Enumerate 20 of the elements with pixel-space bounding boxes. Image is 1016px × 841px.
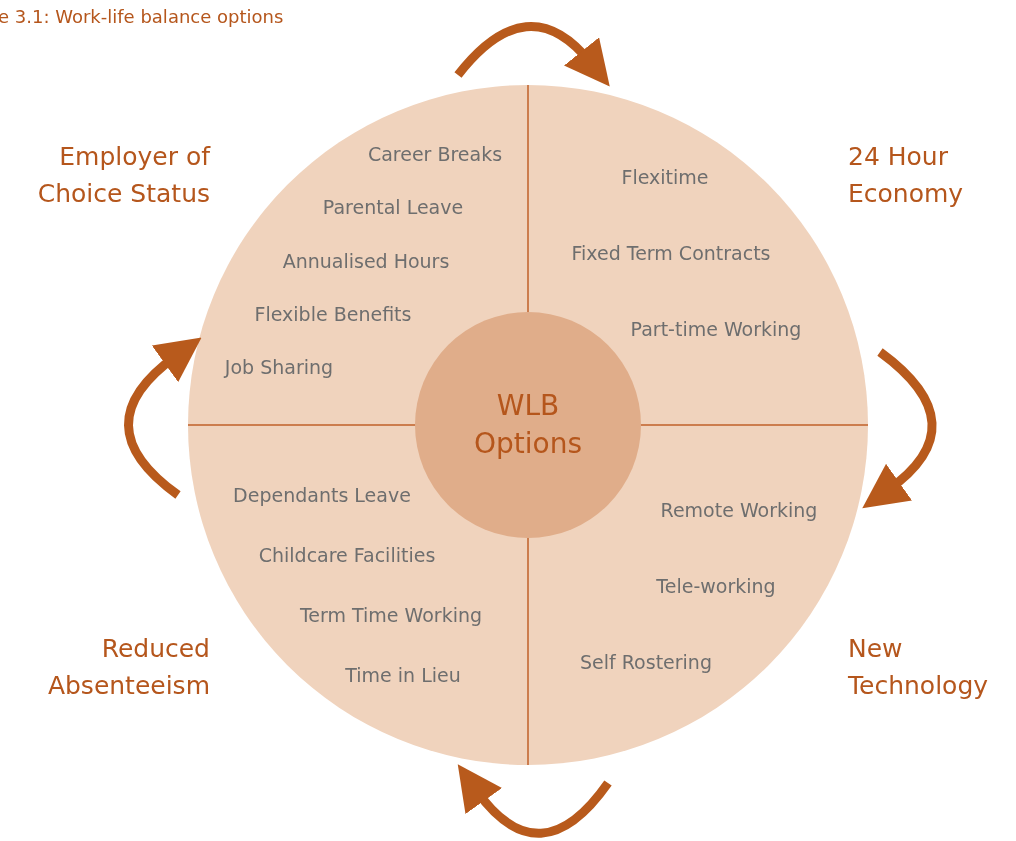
option-label: Time in Lieu xyxy=(345,663,461,687)
outcome-label: 24 Hour Economy xyxy=(848,138,1014,212)
option-label: Remote Working xyxy=(660,498,818,522)
outcome-label: Reduced Absenteeism xyxy=(0,630,210,704)
option-label: Childcare Facilities xyxy=(258,543,436,567)
option-label: Parental Leave xyxy=(322,195,464,219)
option-label: Fixed Term Contracts xyxy=(571,241,771,265)
option-label: Flexible Benefits xyxy=(254,302,412,326)
option-label: Job Sharing xyxy=(224,355,334,379)
option-label: Dependants Leave xyxy=(233,483,411,507)
outcome-label: Employer of Choice Status xyxy=(0,138,210,212)
outcome-label: New Technology xyxy=(848,630,1014,704)
option-label: Career Breaks xyxy=(367,142,503,166)
option-label: Part-time Working xyxy=(630,317,802,341)
option-label: Self Rostering xyxy=(580,650,712,674)
option-label: Term Time Working xyxy=(299,603,483,627)
option-label: Annualised Hours xyxy=(282,249,450,273)
option-label: Tele-working xyxy=(656,574,776,598)
center-label: WLB Options xyxy=(472,388,583,462)
option-label: Flexitime xyxy=(621,165,709,189)
